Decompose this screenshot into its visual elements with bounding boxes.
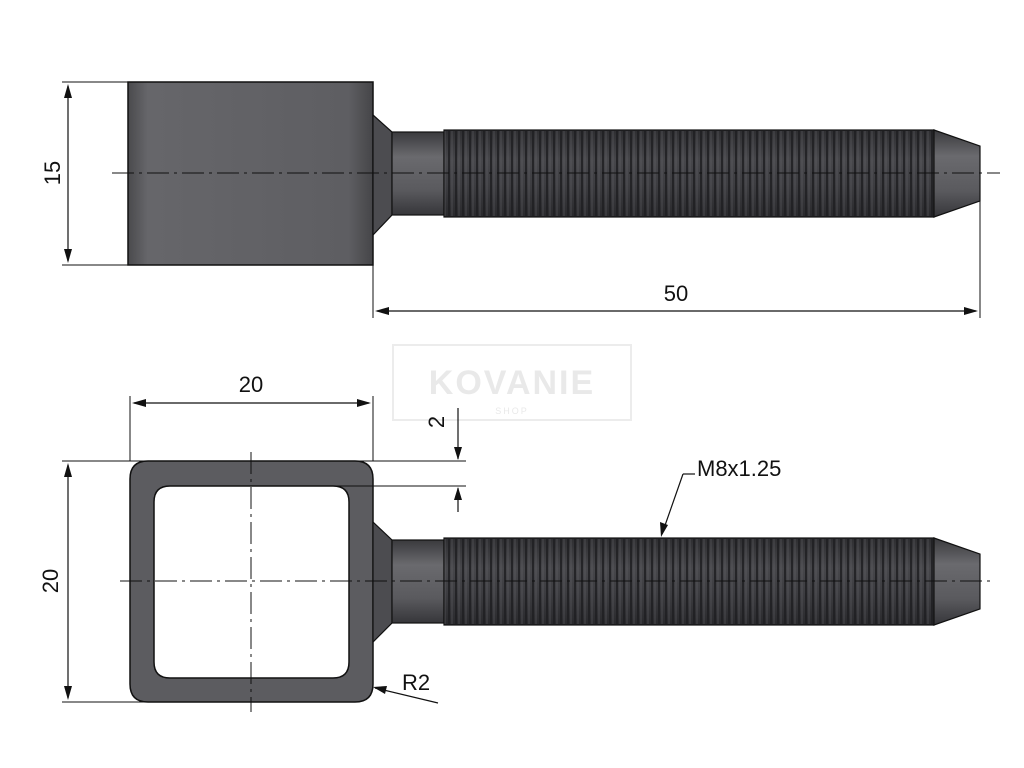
thread-callout: M8x1.25	[660, 456, 781, 537]
dim-wall-thickness: 2	[333, 408, 466, 512]
dim-wall-thickness-label: 2	[424, 416, 449, 428]
dim-square-height-label: 20	[38, 569, 63, 593]
neck-flare	[372, 113, 393, 237]
dim-length-label: 50	[664, 281, 688, 306]
square-ring	[129, 460, 374, 703]
front-view: 20 2 20 M8x1.25	[38, 372, 995, 712]
dim-square-width: 20	[129, 372, 374, 461]
watermark-sub: SHOP	[495, 406, 529, 416]
bolt-tip-front	[933, 537, 981, 626]
neck-flare-front	[372, 520, 393, 644]
dim-side-height-label: 15	[40, 161, 65, 185]
thread-callout-label: M8x1.25	[697, 456, 781, 481]
side-view: 15 50	[40, 81, 1000, 318]
dim-square-width-label: 20	[239, 372, 263, 397]
radius-callout-label: R2	[402, 670, 430, 695]
dim-side-height: 15	[40, 81, 128, 266]
watermark-brand: KOVANIE	[429, 364, 595, 402]
radius-callout: R2	[373, 670, 439, 704]
dim-length: 50	[372, 201, 981, 318]
watermark: KOVANIE SHOP	[392, 344, 632, 421]
dim-square-height: 20	[38, 460, 148, 703]
